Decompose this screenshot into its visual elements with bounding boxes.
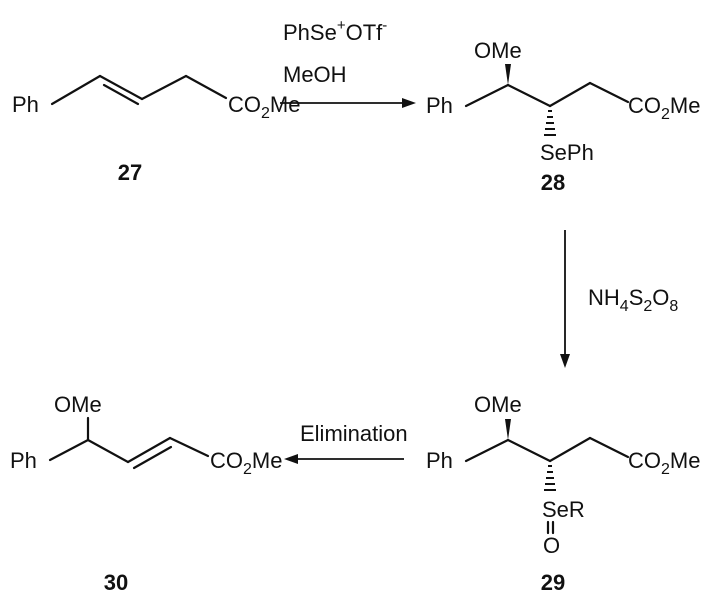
c27-ph-label: Ph: [12, 92, 39, 117]
step2-reagent: NH4S2O8: [588, 285, 678, 315]
c28-number: 28: [541, 170, 565, 195]
c30-double-bond-b: [132, 445, 173, 470]
c27-ester-label: CO2Me: [228, 92, 300, 122]
c28-wedge-ome: [505, 64, 511, 85]
step1-reagent-2: MeOH: [283, 62, 347, 87]
c29-hash-se: [544, 465, 556, 491]
step3-reagent: Elimination: [300, 421, 408, 446]
compound-29: OMe Ph SeR O CO2Me 29: [426, 392, 700, 595]
c28-bond-2: [506, 83, 552, 108]
step1-reagent-1: PhSe+OTf-: [283, 17, 387, 45]
c29-bond-4: [588, 436, 630, 459]
c30-bond-ph: [48, 438, 90, 462]
c30-bond-4: [168, 436, 210, 458]
c29-oxide-label: O: [543, 533, 560, 558]
c27-number: 27: [118, 160, 142, 185]
c28-ome-label: OMe: [474, 38, 522, 63]
c27-bond-4: [184, 74, 228, 100]
c30-number: 30: [104, 570, 128, 595]
step3: Elimination: [284, 421, 408, 464]
c27-double-bond-b: [102, 83, 140, 106]
c27-bond-3: [140, 74, 188, 101]
c29-ester-label: CO2Me: [628, 448, 700, 478]
compound-28: OMe Ph SePh CO2Me 28: [426, 38, 700, 195]
c29-bond-3: [548, 436, 592, 463]
c28-hash-se: [544, 110, 556, 136]
c28-bond-4: [588, 81, 630, 104]
step3-arrow-head: [284, 454, 298, 464]
c28-bond-3: [548, 81, 592, 108]
c30-ester-label: CO2Me: [210, 448, 282, 478]
c28-ph-label: Ph: [426, 93, 453, 118]
step2: NH4S2O8: [560, 230, 678, 368]
c30-ph-label: Ph: [10, 448, 37, 473]
step2-arrow-head: [560, 354, 570, 368]
c28-ester-label: CO2Me: [628, 93, 700, 123]
c30-double-bond-a: [126, 436, 172, 464]
c29-se-label: SeR: [542, 497, 585, 522]
compound-30: OMe Ph CO2Me 30: [10, 392, 282, 595]
c30-bond-2: [86, 438, 130, 464]
c29-number: 29: [541, 570, 565, 595]
c29-bond-ph: [464, 438, 510, 463]
step1: PhSe+OTf- MeOH: [280, 17, 416, 108]
c29-ome-label: OMe: [474, 392, 522, 417]
c27-double-bond-a: [98, 74, 144, 101]
c29-bond-2: [506, 438, 552, 463]
c28-bond-ph: [464, 83, 510, 108]
step1-arrow-head: [402, 98, 416, 108]
c29-wedge-ome: [505, 419, 511, 440]
compound-27: Ph CO2Me 27: [12, 74, 300, 185]
c29-ph-label: Ph: [426, 448, 453, 473]
c28-se-label: SePh: [540, 140, 594, 165]
c30-ome-label: OMe: [54, 392, 102, 417]
c27-bond-1: [50, 74, 102, 106]
